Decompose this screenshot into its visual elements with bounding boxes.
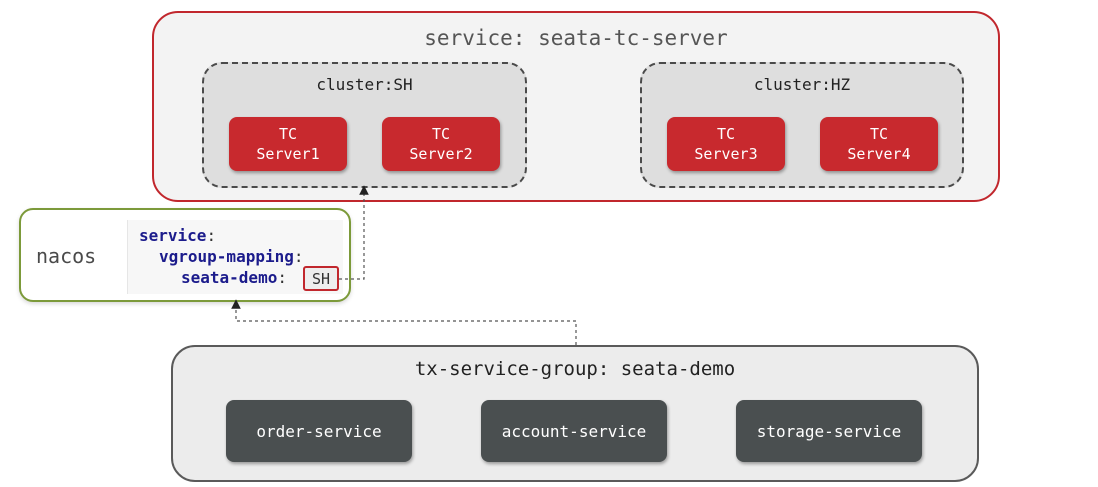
order-service-box: order-service [226, 400, 412, 462]
tx-service-group-title: tx-service-group: seata-demo [414, 358, 736, 380]
yaml-key-service-text: service [139, 226, 207, 245]
account-service-box: account-service [481, 400, 667, 462]
yaml-key-seata-demo: seata-demo: [181, 268, 287, 287]
tc-server-4-line2: Server4 [847, 145, 911, 163]
yaml-key-vgroup-mapping-text: vgroup-mapping [159, 247, 294, 266]
yaml-value-sh: SH [303, 266, 339, 291]
storage-service-box: storage-service [736, 400, 922, 462]
arrow-group-to-nacos [231, 299, 577, 345]
service-title: service: seata-tc-server [424, 26, 728, 50]
cluster-sh-label: cluster:SH [316, 75, 413, 94]
tc-server-1-line1: TC [278, 125, 298, 143]
tc-server-3: TC Server3 [667, 117, 785, 171]
tc-server-3-line1: TC [716, 125, 736, 143]
yaml-key-service: service: [139, 226, 217, 245]
cluster-hz-label: cluster:HZ [753, 75, 851, 94]
tc-server-2-line2: Server2 [409, 145, 473, 163]
tc-server-1: TC Server1 [229, 117, 347, 171]
tc-server-4-line1: TC [869, 125, 889, 143]
yaml-key-seata-demo-text: seata-demo [181, 268, 278, 287]
tc-server-1-line2: Server1 [256, 145, 320, 163]
tc-server-4: TC Server4 [820, 117, 938, 171]
tc-server-2: TC Server2 [382, 117, 500, 171]
arrow-sh-to-cluster [339, 185, 369, 280]
nacos-label: nacos [36, 244, 97, 268]
tc-server-2-line1: TC [431, 125, 451, 143]
tc-server-3-line2: Server3 [694, 145, 758, 163]
yaml-key-vgroup-mapping: vgroup-mapping: [159, 247, 304, 266]
